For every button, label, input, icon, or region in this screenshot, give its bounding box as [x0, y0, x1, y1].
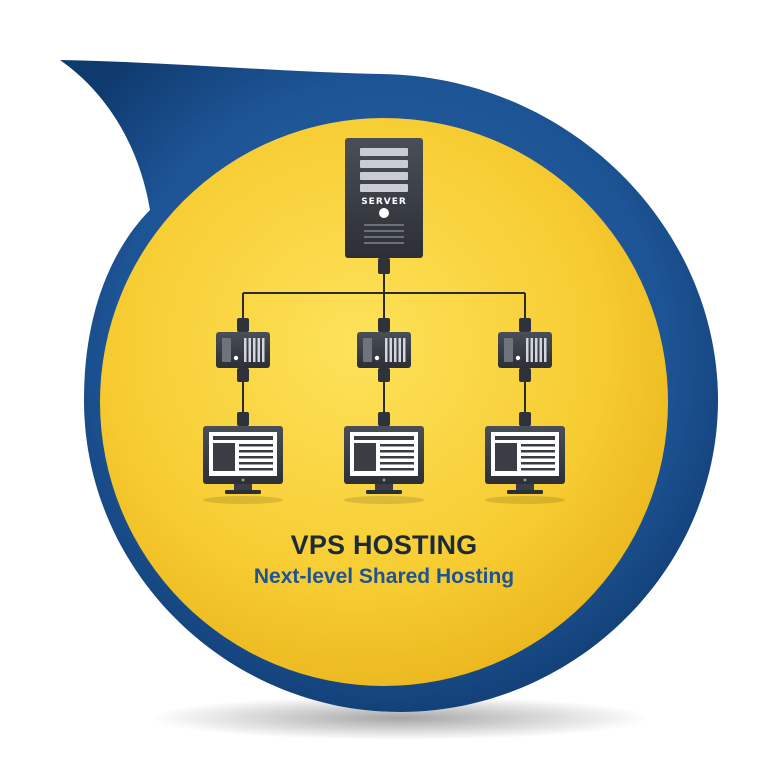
- badge-shadow: [150, 696, 650, 740]
- server-label: SERVER: [361, 197, 407, 207]
- monitor-icon: [203, 426, 283, 504]
- vps-node-icon: [357, 332, 411, 368]
- server-tower-icon: SERVER: [345, 138, 423, 258]
- vps-node-icon: [216, 332, 270, 368]
- client-monitors: [203, 426, 565, 504]
- monitor-icon: [344, 426, 424, 504]
- badge-title: VPS HOSTING: [290, 530, 478, 560]
- vps-node-icon: [498, 332, 552, 368]
- vps-nodes: [216, 332, 552, 368]
- monitor-icon: [485, 426, 565, 504]
- connector-plugs: [237, 258, 531, 426]
- badge-subtitle: Next-level Shared Hosting: [253, 565, 515, 588]
